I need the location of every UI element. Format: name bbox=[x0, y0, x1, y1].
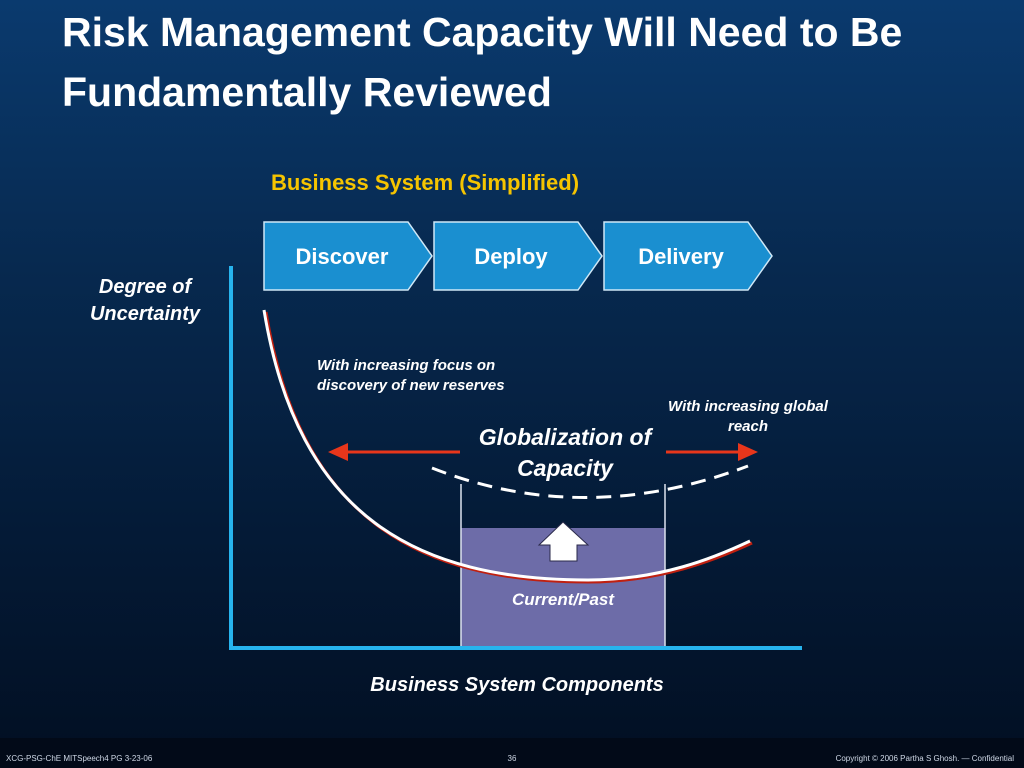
stage-deploy-shape bbox=[433, 221, 603, 291]
footer-page-number: 36 bbox=[507, 754, 517, 763]
up-arrow-icon bbox=[537, 521, 590, 562]
slide-title: Risk Management Capacity Will Need to Be… bbox=[62, 9, 903, 115]
slide-footer: XCG-PSG-ChE MITSpeech4 PG 3-23-06 36 Cop… bbox=[0, 738, 1024, 768]
diagram-subtitle: Business System (Simplified) bbox=[270, 170, 580, 195]
footer-copyright: Copyright © 2006 Partha S Ghosh. — Confi… bbox=[835, 754, 1014, 763]
current-past-label: Current/Past bbox=[511, 590, 615, 609]
right-annotation: With increasing global reach bbox=[668, 398, 828, 435]
stage-delivery: Delivery bbox=[603, 221, 773, 291]
stage-delivery-label: Delivery bbox=[638, 244, 724, 269]
left-arrow-icon bbox=[328, 443, 348, 461]
left-annotation: With increasing focus on discovery of ne… bbox=[317, 357, 505, 394]
x-axis-label: Business System Components bbox=[370, 674, 664, 696]
uncertainty-curve bbox=[262, 309, 751, 582]
right-arrow-icon bbox=[738, 443, 758, 461]
y-axis-label: Degree of Uncertainty bbox=[89, 276, 201, 325]
future-capacity-curve bbox=[431, 464, 749, 499]
footer-left-text: XCG-PSG-ChE MITSpeech4 PG 3-23-06 bbox=[6, 754, 153, 763]
stage-deploy-label: Deploy bbox=[474, 244, 548, 269]
uncertainty-diagram: Discover Deploy Delivery bbox=[229, 221, 802, 650]
stage-discover: Discover bbox=[263, 221, 433, 291]
stage-delivery-shape bbox=[603, 221, 773, 291]
stage-deploy: Deploy bbox=[433, 221, 603, 291]
stage-discover-shape bbox=[263, 221, 433, 291]
stage-discover-label: Discover bbox=[296, 244, 389, 269]
globalization-label: Globalization of Capacity bbox=[478, 424, 652, 481]
